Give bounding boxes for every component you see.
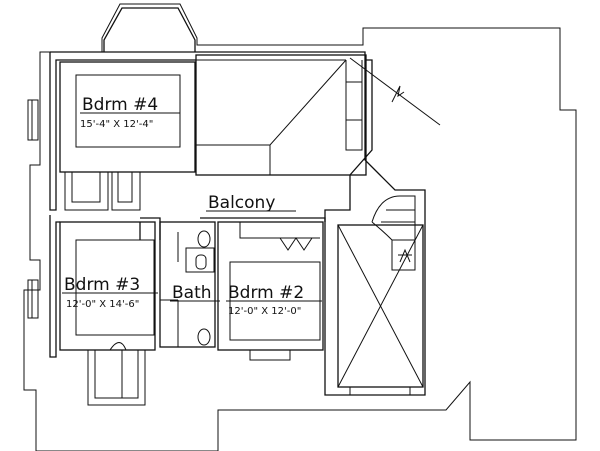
open-to-below bbox=[337, 224, 424, 388]
bdrm3-label: Bdrm #3 bbox=[64, 275, 140, 295]
bay-window bbox=[103, 7, 196, 52]
bdrm2-dims: 12'-0" X 12'-0" bbox=[228, 306, 301, 317]
bdrm3-closet bbox=[75, 239, 155, 336]
exterior-wall bbox=[49, 52, 196, 211]
exterior-wall bbox=[49, 215, 60, 358]
bdrm2-window bbox=[249, 350, 291, 361]
bdrm4-closet bbox=[75, 74, 181, 148]
bdrm4-room bbox=[59, 61, 196, 173]
bdrm4-label: Bdrm #4 bbox=[82, 95, 158, 115]
bdrm4-window bbox=[27, 99, 39, 141]
bdrm3-closet-lines bbox=[87, 350, 146, 406]
bdrm4-dims: 15'-4" X 12'-4" bbox=[80, 119, 153, 130]
open-to-below-x bbox=[337, 224, 424, 388]
bdrm3-room bbox=[59, 221, 156, 351]
stair bbox=[371, 195, 416, 271]
bdrm2-label: Bdrm #2 bbox=[228, 283, 304, 303]
balcony-rail bbox=[139, 217, 326, 240]
bdrm3-dims: 12'-0" X 14'-6" bbox=[66, 299, 139, 310]
toilet bbox=[195, 254, 207, 270]
door-swing bbox=[109, 342, 127, 351]
bath-tub bbox=[185, 247, 215, 273]
exterior-wall bbox=[50, 51, 426, 396]
bath-room bbox=[159, 221, 216, 348]
bath-sink bbox=[197, 230, 211, 248]
roof-outline bbox=[23, 3, 577, 451]
bath-label: Bath bbox=[172, 283, 212, 303]
break-mark bbox=[391, 85, 405, 103]
bdrm2-closet-lines bbox=[239, 222, 320, 251]
diagonal-line bbox=[349, 57, 441, 126]
loft-lines bbox=[196, 59, 363, 175]
bdrm2-room bbox=[217, 221, 324, 351]
bdrm3-window bbox=[27, 279, 39, 319]
window-strip bbox=[349, 387, 411, 396]
balcony-label: Balcony bbox=[208, 193, 275, 213]
bath-partition bbox=[160, 232, 179, 347]
bath-sink bbox=[197, 328, 211, 346]
bdrm4-closet-lines bbox=[64, 172, 141, 211]
loft-area bbox=[195, 54, 367, 176]
